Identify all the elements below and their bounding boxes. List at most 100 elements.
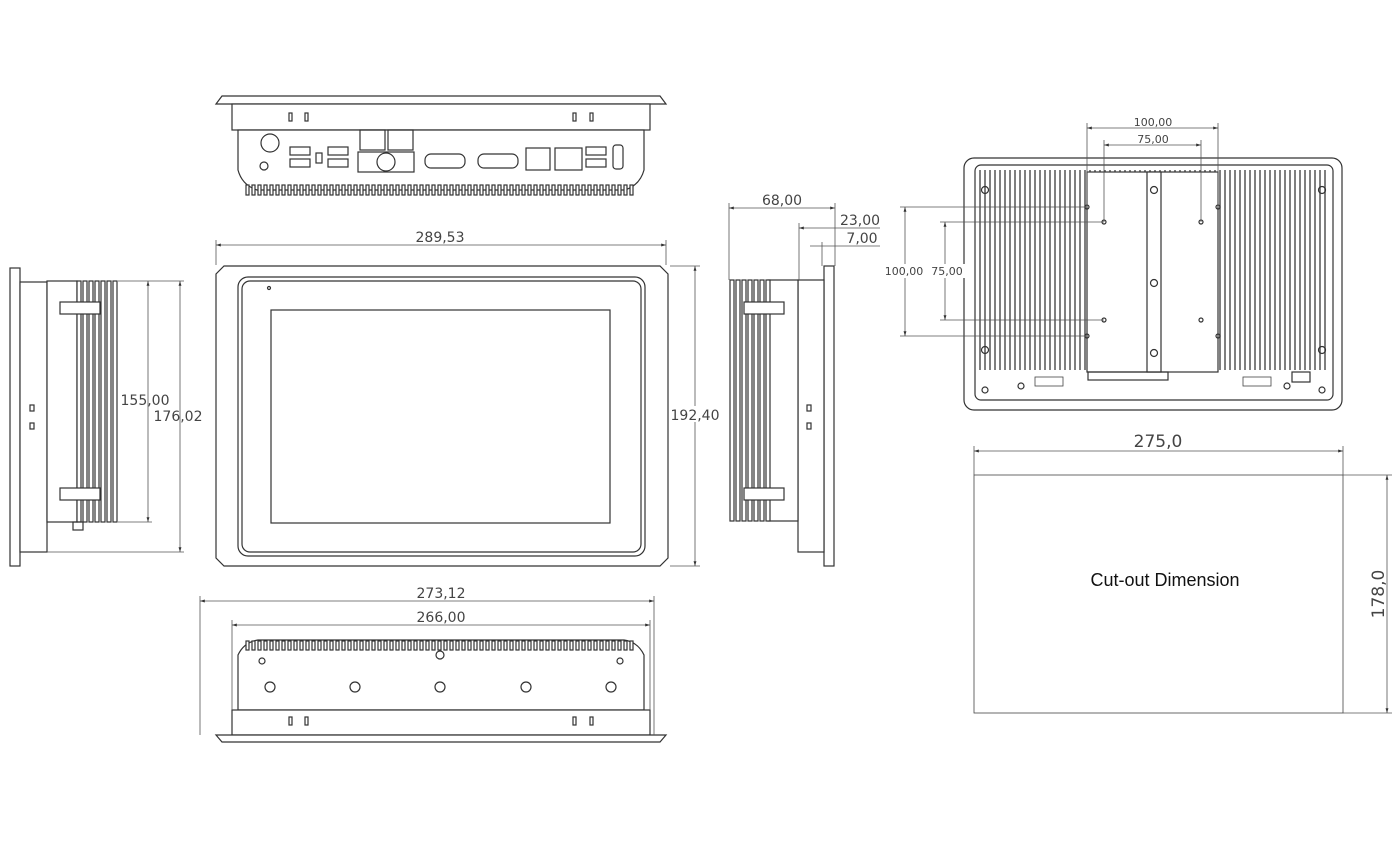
heatsink-fin — [485, 184, 490, 196]
heatsink-fin — [479, 640, 484, 651]
heatsink-fin — [401, 184, 406, 196]
heatsink-fin — [335, 640, 340, 651]
heatsink-fin — [437, 184, 442, 196]
serial-port-icon — [477, 153, 519, 169]
vesa-outer-v-dim: 100,00 — [885, 265, 924, 278]
heatsink-fin — [281, 640, 286, 651]
heatsink-fin — [491, 184, 496, 196]
heatsink-fin — [509, 184, 514, 196]
heatsink-fin — [317, 184, 322, 196]
heatsink-fin — [575, 184, 580, 196]
heatsink-fin — [479, 184, 484, 196]
heatsink-fin — [88, 280, 94, 523]
heatsink-fin — [503, 184, 508, 196]
heatsink-fin — [581, 184, 586, 196]
lan-port-icon — [554, 147, 583, 171]
heatsink-fin — [521, 184, 526, 196]
heatsink-fin — [329, 640, 334, 651]
display-screen — [270, 309, 611, 524]
heatsink-fin — [413, 184, 418, 196]
front-height-dim: 192,40 — [671, 408, 720, 424]
heatsink-fin — [611, 184, 616, 196]
heatsink-fin — [257, 184, 262, 196]
cutout-height-dim: 178,0 — [1369, 570, 1389, 619]
heatsink-fin — [533, 640, 538, 651]
heatsink-fin — [281, 184, 286, 196]
heatsink-fin — [521, 640, 526, 651]
heatsink-fin — [581, 640, 586, 651]
heatsink-fin — [329, 184, 334, 196]
heatsink-fin — [569, 184, 574, 196]
heatsink-fin — [461, 640, 466, 651]
heatsink-fin — [263, 184, 268, 196]
heatsink-fin — [431, 640, 436, 651]
heatsink-fin — [729, 279, 735, 522]
heatsink-fin — [539, 640, 544, 651]
heatsink-fin — [587, 640, 592, 651]
heatsink-fin — [623, 184, 628, 196]
heatsink-fin — [599, 640, 604, 651]
heatsink-fin — [299, 184, 304, 196]
heatsink-fin — [551, 640, 556, 651]
heatsink-fin — [419, 184, 424, 196]
heatsink-fin — [485, 640, 490, 651]
heatsink-fin — [245, 640, 250, 651]
heatsink-fin — [305, 184, 310, 196]
top-view — [214, 95, 668, 196]
heatsink-fin — [112, 280, 118, 523]
body-depth-dim: 23,00 — [840, 213, 880, 229]
heatsink-fin — [741, 279, 747, 522]
heatsink-fin — [551, 184, 556, 196]
heatsink-fin — [425, 184, 430, 196]
heatsink-fin — [515, 184, 520, 196]
heatsink-fin — [491, 640, 496, 651]
heatsink-fin — [106, 280, 112, 523]
heatsink-fin — [587, 184, 592, 196]
heatsink-fin — [467, 640, 472, 651]
heatsink-fin — [395, 184, 400, 196]
heatsink-fin — [251, 184, 256, 196]
heatsink-fin — [765, 279, 771, 522]
heatsink-fin — [76, 280, 82, 523]
heatsink-fin — [563, 640, 568, 651]
heatsink-fin — [347, 640, 352, 651]
heatsink-fin — [94, 280, 100, 523]
heatsink-fin — [341, 184, 346, 196]
heatsink-fin — [359, 184, 364, 196]
bottom-inner-width-dim: 266,00 — [417, 610, 466, 626]
heatsink-fin — [611, 640, 616, 651]
heatsink-fin — [323, 184, 328, 196]
bezel-depth-dim: 7,00 — [846, 231, 877, 247]
heatsink-fin — [629, 184, 634, 196]
bottom-view: 273,12 266,00 — [199, 586, 668, 743]
heatsink-fin — [623, 640, 628, 651]
heatsink-fin — [413, 640, 418, 651]
heatsink-fin — [443, 184, 448, 196]
heatsink-fin — [317, 640, 322, 651]
heatsink-fin — [251, 640, 256, 651]
heatsink-fin — [759, 279, 765, 522]
heatsink-fin — [353, 640, 358, 651]
cutout-label: Cut-out Dimension — [1090, 570, 1239, 590]
vesa-inner-h-dim: 75,00 — [1137, 133, 1169, 146]
heatsink-fin — [467, 184, 472, 196]
heatsink-fin — [617, 640, 622, 651]
bottom-outer-width-dim: 273,12 — [417, 586, 466, 602]
heatsink-fin — [509, 640, 514, 651]
heatsink-fin — [377, 640, 382, 651]
heatsink-fin — [575, 640, 580, 651]
heatsink-fins-top — [245, 184, 634, 196]
heatsink-fin — [383, 640, 388, 651]
front-width-dim: 289,53 — [416, 230, 465, 246]
heatsink-fin — [617, 184, 622, 196]
heatsink-fin — [347, 184, 352, 196]
heatsink-fin — [407, 640, 412, 651]
heatsink-fin — [245, 184, 250, 196]
heatsink-fin — [293, 640, 298, 651]
heatsink-fin — [533, 184, 538, 196]
heatsink-fin — [455, 640, 460, 651]
heatsink-fin — [371, 640, 376, 651]
heatsink-fin — [557, 184, 562, 196]
heatsink-fin — [257, 640, 262, 651]
heatsink-fin — [473, 640, 478, 651]
